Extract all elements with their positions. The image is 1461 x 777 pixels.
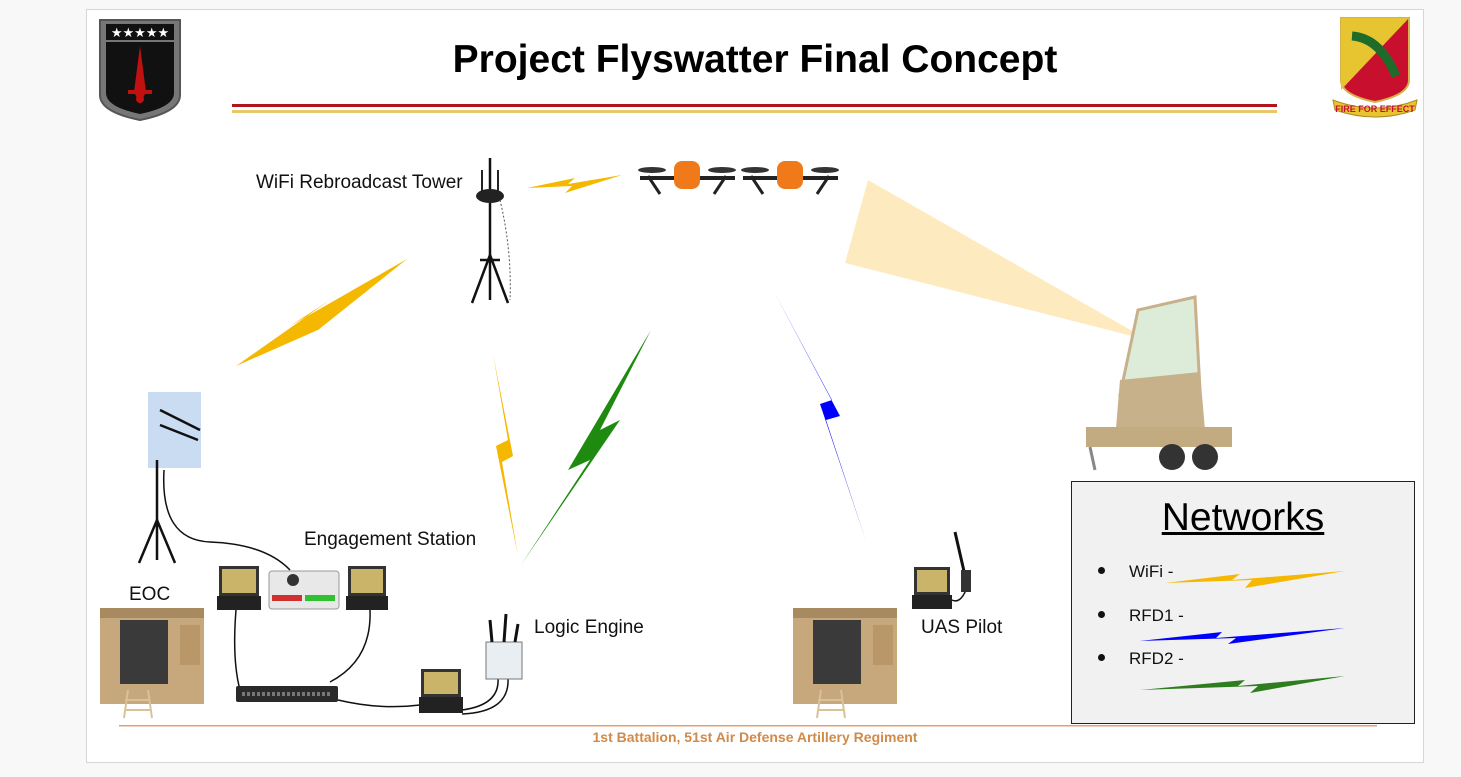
cable-laptop3-logic-2 [461,677,509,715]
eoc-antenna-mast [137,408,201,564]
bullet-icon [1098,611,1105,619]
legend-label-wifi: WiFi - [1129,562,1174,581]
radar-system [1086,295,1232,471]
wifi-link-eoc-tower [236,259,407,366]
wifi-link-station-up [493,354,518,556]
legend-item-rfd1: RFD1 - [1098,606,1184,626]
label-logic-engine: Logic Engine [534,617,644,638]
network-switch [236,686,338,702]
legend-item-rfd2: RFD2 - [1098,649,1184,669]
label-eoc: EOC [129,584,171,605]
title-rule-red [232,104,1277,107]
networks-legend: Networks WiFi - RFD1 - RFD2 - [1071,481,1415,724]
cable-laptop2-switch [329,609,371,683]
engagement-console [268,570,340,610]
command-crest-logo [99,19,181,122]
engagement-laptop-1 [217,566,261,610]
eoc-cable [162,469,291,571]
title-rule-gold [232,110,1277,113]
uas-pilot-vehicle [793,608,897,719]
logic-engine-router [485,613,523,680]
uas-pilot-laptop [912,567,952,609]
footer-rule [119,725,1377,727]
label-uas-pilot: UAS Pilot [921,617,1003,638]
radar-beam [845,180,1148,340]
engagement-laptop-2 [346,566,388,610]
legend-title: Networks [1161,496,1325,539]
cable-uas-antenna [951,589,967,602]
wifi-tower-graphic [470,158,510,304]
cable-switch-laptop3 [337,699,421,708]
footer-unit-name: 1st Battalion, 51st Air Defense Artiller… [592,729,918,745]
legend-label-rfd2: RFD2 - [1129,649,1184,668]
drone-1 [638,161,736,195]
label-wifi-tower: WiFi Rebroadcast Tower [256,172,463,193]
rfd1-link [773,290,866,541]
legend-item-wifi: WiFi - [1098,562,1173,582]
wifi-link-tower-drone [527,175,622,193]
label-engagement-station: Engagement Station [304,529,477,550]
cable-laptop1-switch [233,609,241,691]
eoc-vehicle [100,608,204,719]
page-title: Project Flyswatter Final Concept [452,38,1058,81]
fire-for-effect-crest-logo [1332,17,1418,118]
logic-laptop [419,669,463,713]
crest-motto: FIRE FOR EFFECT [1335,104,1415,114]
cable-laptop3-logic [461,677,499,711]
legend-label-rfd1: RFD1 - [1129,606,1184,625]
bullet-icon [1098,654,1105,662]
rfd2-link [521,330,651,565]
crest-stars: ★★★★★ [111,26,169,41]
drone-2 [741,161,839,195]
bullet-icon [1098,567,1105,575]
